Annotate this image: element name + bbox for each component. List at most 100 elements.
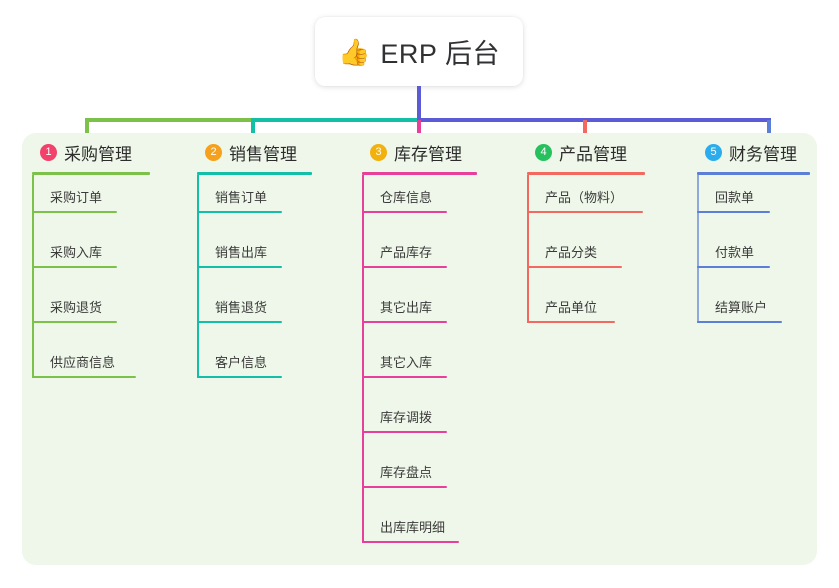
leaf-label: 产品库存 [380,245,433,260]
leaf-item[interactable]: 付款单 [687,230,839,285]
leaf-item[interactable]: 供应商信息 [22,340,182,395]
column-badge-icon: 1 [40,143,57,161]
leaf-item[interactable]: 产品库存 [352,230,512,285]
leaf-rule [197,266,282,268]
column-title: 采购管理 [64,144,132,164]
leaf-rule [197,376,282,378]
leaf-rule [362,321,447,323]
leaf-list: 回款单付款单结算账户 [687,175,810,340]
column-rule [32,172,150,175]
leaf-label: 回款单 [715,190,755,205]
leaf-item[interactable]: 其它入库 [352,340,512,395]
leaf-rule [527,321,615,323]
leaf-rule [32,211,117,213]
leaf-label: 产品分类 [545,245,598,260]
leaf-list: 产品（物料） 产品分类产品单位 [517,175,645,340]
leaf-label: 采购订单 [50,190,103,205]
column-title: 库存管理 [394,144,462,164]
leaf-item[interactable]: 销售订单 [187,175,347,230]
root-node-title: ERP 后台 [380,39,500,69]
leaf-item[interactable]: 销售出库 [187,230,347,285]
column-container: 1 采购管理采购订单采购入库采购退货供应商信息 2 销售管理销售订单销售出库销售退货客… [22,133,817,565]
leaf-rule [362,486,447,488]
leaf-label: 其它入库 [380,355,433,370]
column-header-1[interactable]: 1 采购管理 [22,133,150,171]
leaf-item[interactable]: 客户信息 [187,340,347,395]
leaf-rule [32,321,117,323]
leaf-label: 采购入库 [50,245,103,260]
leaf-label: 库存调拨 [380,410,433,425]
leaf-item[interactable]: 采购入库 [22,230,182,285]
leaf-label: 供应商信息 [50,355,116,370]
leaf-rule [527,266,622,268]
leaf-rule [362,541,459,543]
leaf-rule [197,211,282,213]
column-header-2[interactable]: 2 销售管理 [187,133,312,171]
column-4: 4 产品管理产品（物料） 产品分类产品单位 [517,133,645,340]
leaf-label: 结算账户 [715,300,768,315]
leaf-rule [32,376,136,378]
leaf-item[interactable]: 产品分类 [517,230,677,285]
column-rule [697,172,810,175]
leaf-rule [362,376,447,378]
leaf-item[interactable]: 产品（物料） [517,175,677,230]
leaf-list: 仓库信息产品库存其它出库其它入库库存调拨库存盘点出库库明细 [352,175,477,560]
leaf-spine-line [362,175,364,543]
leaf-list: 采购订单采购入库采购退货供应商信息 [22,175,150,395]
leaf-list: 销售订单销售出库销售退货客户信息 [187,175,312,395]
leaf-rule [527,211,643,213]
column-rule [362,172,477,175]
leaf-label: 采购退货 [50,300,103,315]
column-badge-icon: 4 [535,143,552,161]
leaf-item[interactable]: 库存调拨 [352,395,512,450]
leaf-item[interactable]: 销售退货 [187,285,347,340]
leaf-item[interactable]: 回款单 [687,175,839,230]
leaf-rule [362,211,447,213]
column-badge-icon: 5 [705,143,722,161]
leaf-item[interactable]: 采购退货 [22,285,182,340]
leaf-label: 客户信息 [215,355,268,370]
leaf-label: 付款单 [715,245,755,260]
leaf-label: 销售退货 [215,300,268,315]
leaf-label: 库存盘点 [380,465,433,480]
column-title: 产品管理 [559,144,627,164]
leaf-item[interactable]: 采购订单 [22,175,182,230]
leaf-item[interactable]: 出库库明细 [352,505,512,560]
thumbs-up-icon: 👍 [338,36,371,67]
leaf-rule [697,321,782,323]
leaf-label: 产品（物料） [545,190,624,205]
column-1: 1 采购管理采购订单采购入库采购退货供应商信息 [22,133,150,395]
leaf-item[interactable]: 结算账户 [687,285,839,340]
leaf-item[interactable]: 其它出库 [352,285,512,340]
leaf-label: 出库库明细 [380,520,446,535]
column-title: 销售管理 [229,144,297,164]
column-badge-icon: 2 [205,143,222,161]
leaf-label: 其它出库 [380,300,433,315]
leaf-spine-line [32,175,34,378]
leaf-label: 产品单位 [545,300,598,315]
leaf-rule [362,431,447,433]
column-2: 2 销售管理销售订单销售出库销售退货客户信息 [187,133,312,395]
column-rule [527,172,645,175]
leaf-spine-line [697,175,699,323]
leaf-rule [697,211,770,213]
leaf-label: 销售订单 [215,190,268,205]
column-header-4[interactable]: 4 产品管理 [517,133,645,171]
leaf-label: 销售出库 [215,245,268,260]
leaf-rule [362,266,447,268]
content-panel [22,133,817,565]
leaf-rule [32,266,117,268]
leaf-item[interactable]: 产品单位 [517,285,677,340]
leaf-rule [697,266,770,268]
root-node-card[interactable]: 👍 ERP 后台 [315,17,523,86]
leaf-rule [197,321,282,323]
column-5: 5 财务管理回款单付款单结算账户 [687,133,810,340]
column-rule [197,172,312,175]
leaf-item[interactable]: 库存盘点 [352,450,512,505]
column-header-5[interactable]: 5 财务管理 [687,133,810,171]
column-title: 财务管理 [729,144,797,164]
leaf-item[interactable]: 仓库信息 [352,175,512,230]
